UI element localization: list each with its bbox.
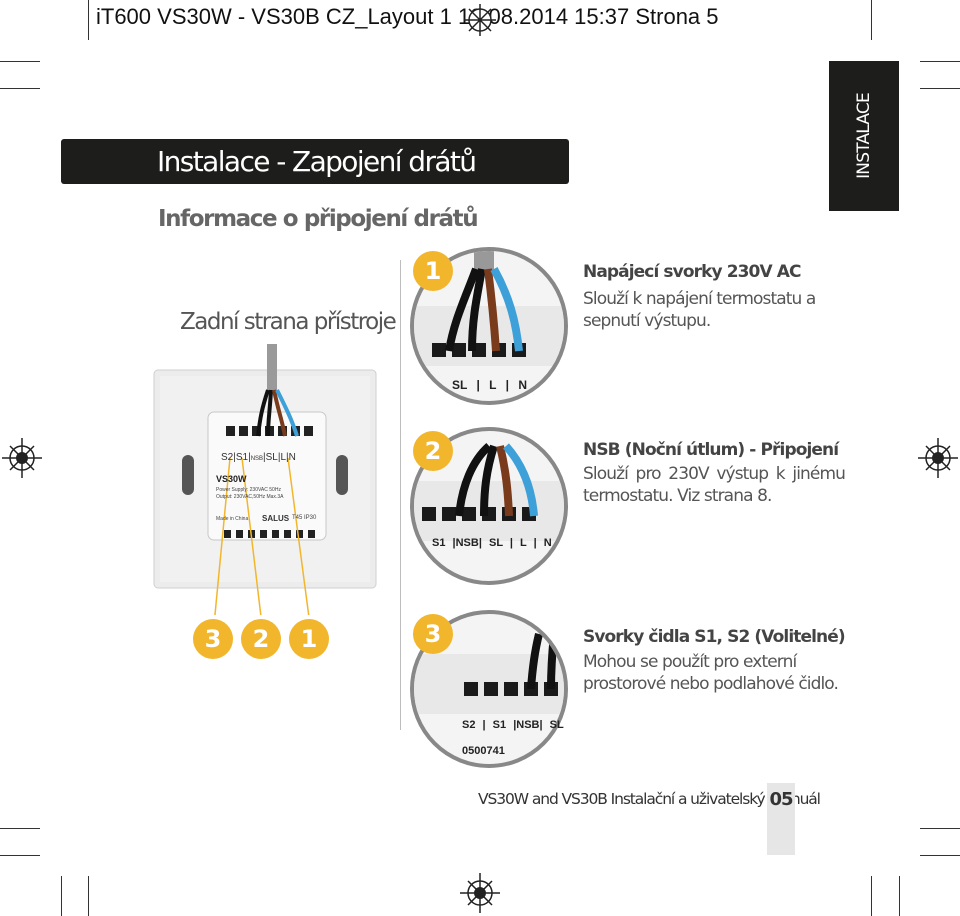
- section-2-zoom-labels: S1 |NSB| SL | L | N: [432, 537, 552, 549]
- callout-2: 2: [241, 619, 281, 659]
- section-2-title: NSB (Noční útlum) - Připojení: [583, 440, 839, 460]
- section-1-title: Napájecí svorky 230V AC: [583, 262, 801, 282]
- callout-1: 1: [289, 619, 329, 659]
- device-origin: Made in China: [216, 516, 249, 522]
- section-3-number: 3: [413, 614, 453, 654]
- device-output-spec: Output: 230VAC,50Hz Max.3A: [216, 494, 284, 500]
- footer-manual-title: VS30W and VS30B Instalační a uživatelský…: [478, 790, 821, 808]
- device-terminal-labels: S2|S1|NSB|SL|L|N: [221, 452, 296, 463]
- section-3-zoom-labels: S2 | S1 |NSB| SL: [462, 719, 564, 731]
- device-power-spec: Power Supply: 230VAC 50Hz: [216, 487, 281, 493]
- device-brand: SALUS: [262, 514, 290, 523]
- device-rating: T45 IP30: [292, 515, 317, 521]
- section-header-bar: Instalace - Zapojení drátů: [61, 139, 569, 184]
- chapter-side-tab: INSTALACE: [829, 61, 899, 211]
- section-1-number: 1: [413, 251, 453, 291]
- chapter-label: INSTALACE: [854, 93, 874, 179]
- device-back-label: Zadní strana přístroje: [180, 309, 397, 335]
- print-slug-line: iT600 VS30W - VS30B CZ_Layout 1 12.08.20…: [96, 4, 719, 29]
- section-3-body: Mohou se použít pro externí prostorové n…: [583, 652, 839, 694]
- device-back-illustration: [153, 344, 377, 615]
- section-subtitle: Informace o připojení drátů: [158, 206, 479, 232]
- section-1-zoom-labels: SL | L | N: [452, 378, 527, 392]
- section-2-number: 2: [413, 431, 453, 471]
- page-title: Instalace - Zapojení drátů: [157, 145, 477, 178]
- page-number-box: 05: [767, 783, 795, 855]
- section-1-body: Slouží k napájení termostatu a sepnutí v…: [583, 289, 816, 331]
- callout-3: 3: [193, 619, 233, 659]
- registration-mark-icon: [464, 4, 496, 36]
- vertical-divider: [400, 260, 401, 730]
- device-model: VS30W: [216, 474, 247, 484]
- section-3-zoom-code: 0500741: [462, 745, 505, 757]
- section-3-title: Svorky čidla S1, S2 (Volitelné): [583, 627, 846, 647]
- page-number: 05: [769, 789, 793, 810]
- section-2-body: Slouží pro 230V výstup k jinému termosta…: [583, 464, 846, 506]
